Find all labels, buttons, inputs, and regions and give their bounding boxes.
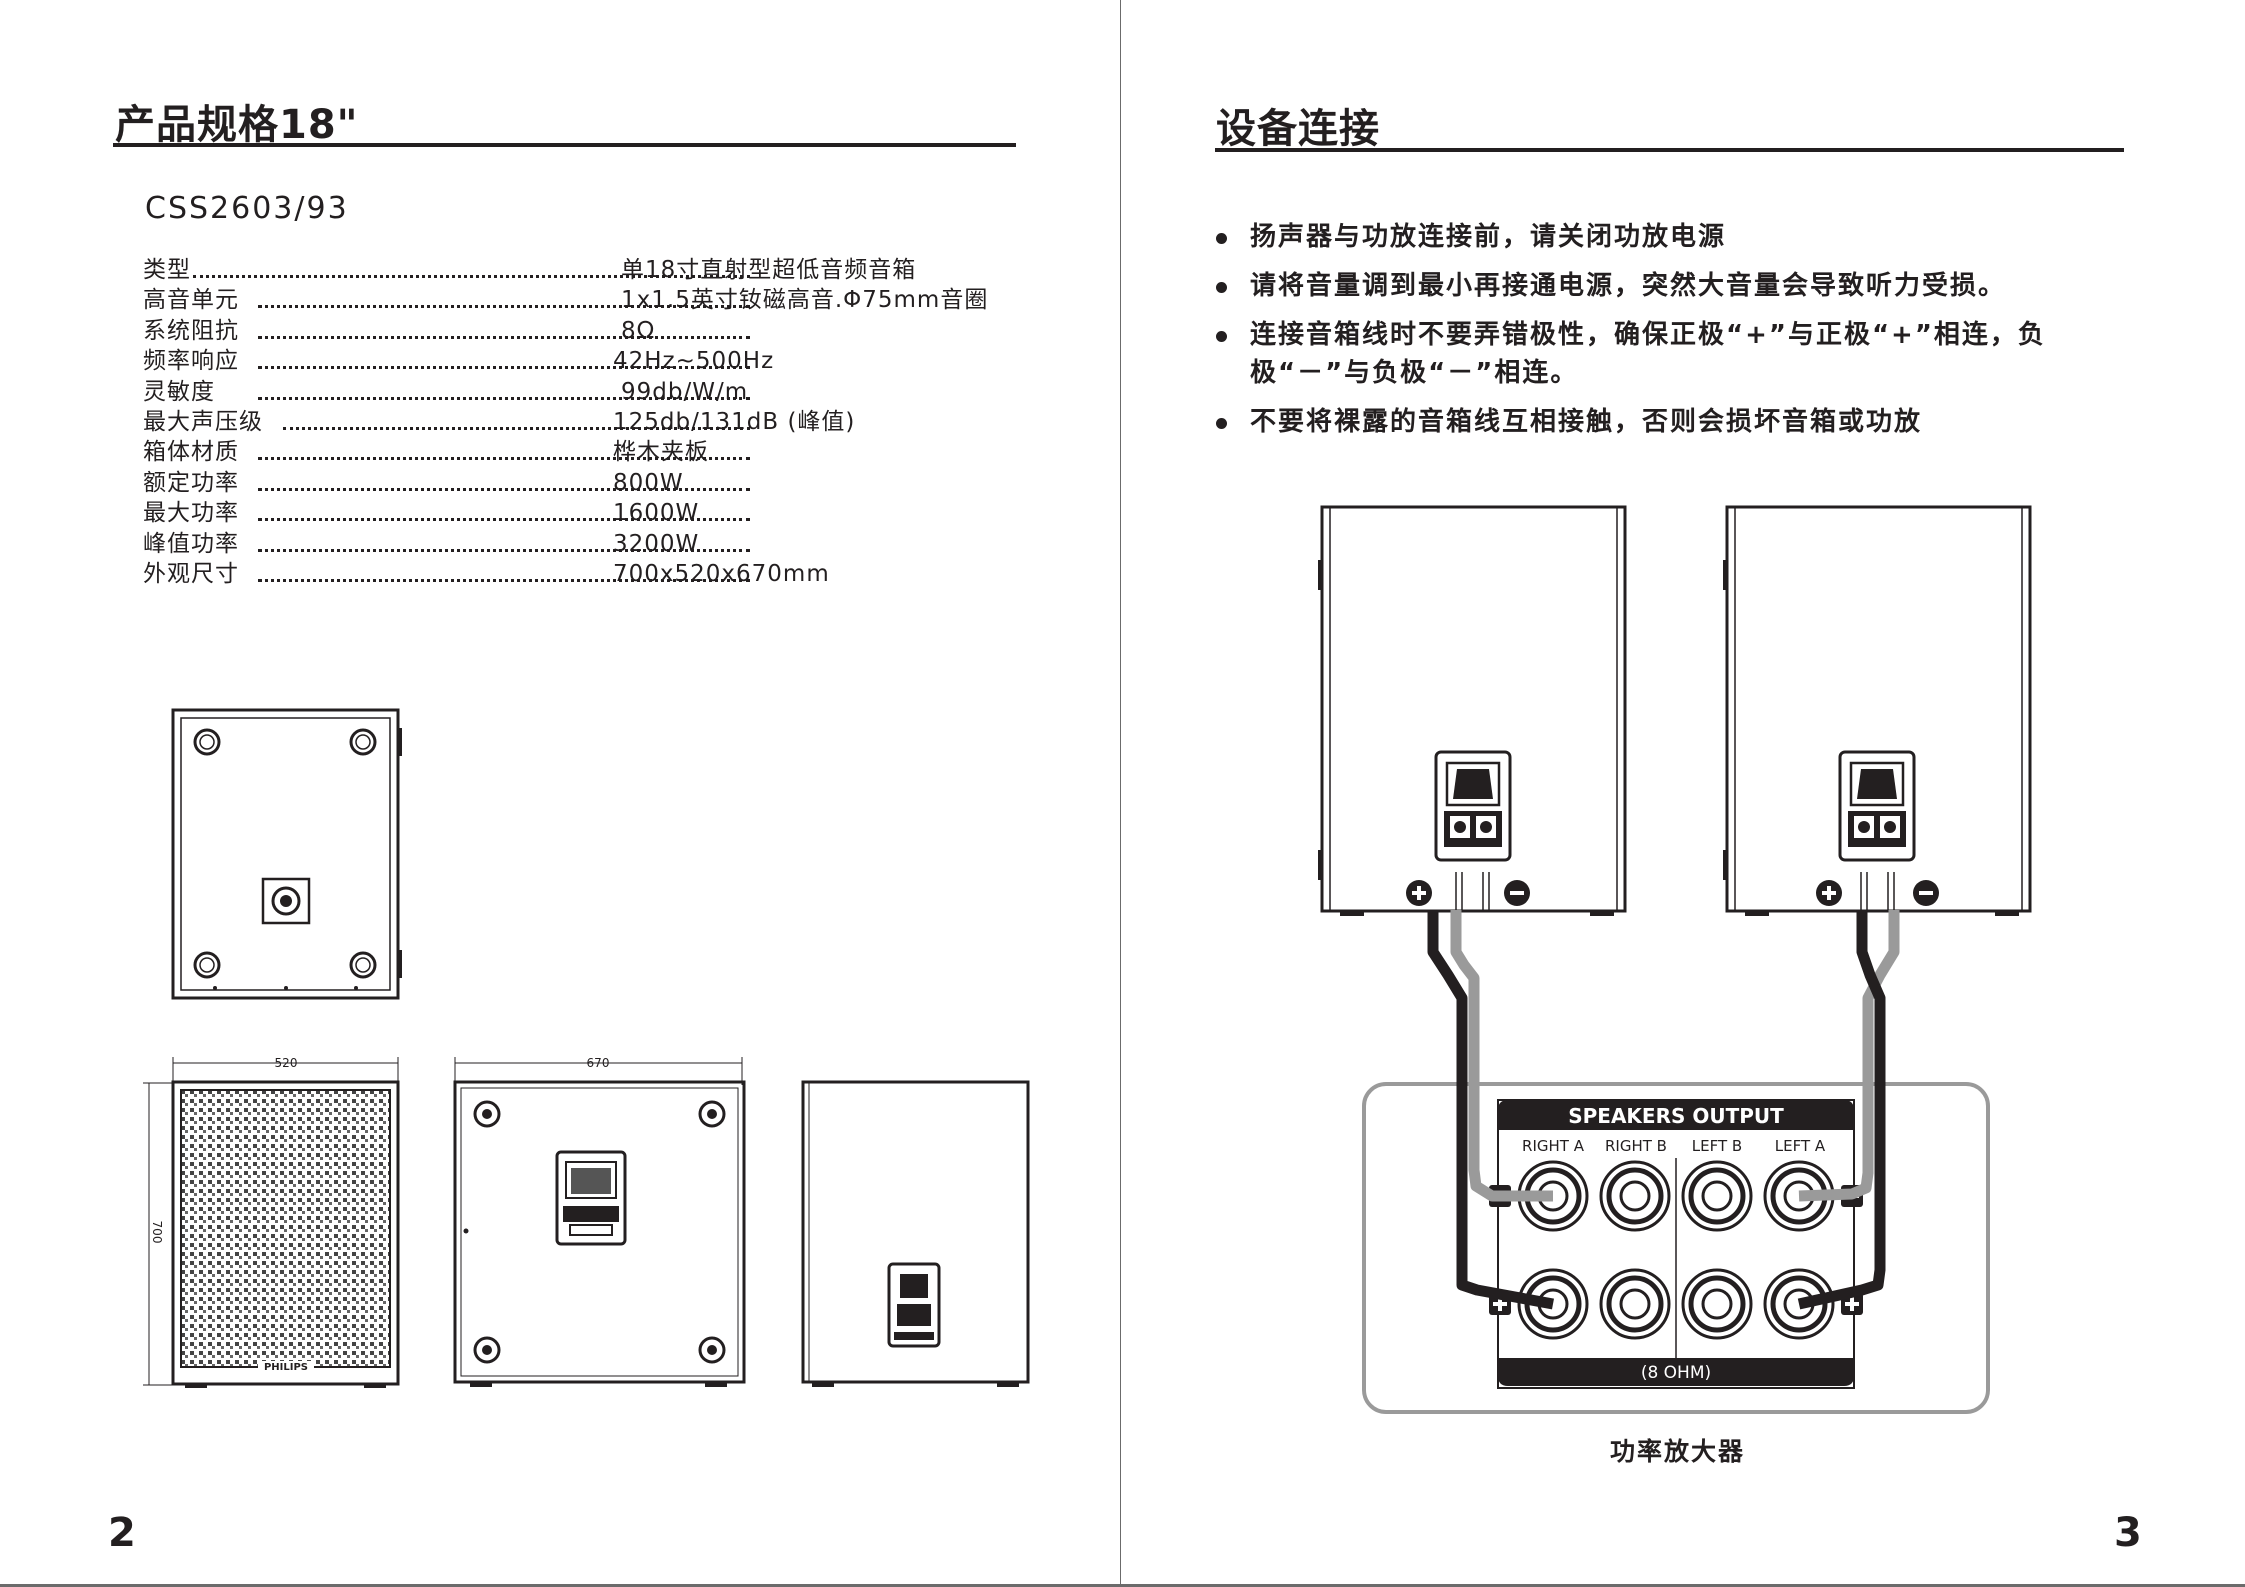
page-spine — [1120, 0, 1121, 1587]
spec-row-tweeter: 高音单元 1x1.5英寸钕磁高音.Φ75mm音圈 — [143, 285, 1013, 315]
spec-value: 42Hz~500Hz — [613, 348, 775, 375]
spec-label: 频率响应 — [143, 348, 239, 375]
connection-notes: 扬声器与功放连接前，请关闭功放电源 请将音量调到最小再接通电源，突然大音量会导致… — [1216, 218, 2146, 452]
width-dimension-label: 520 — [275, 1056, 298, 1070]
top-view-drawing — [171, 708, 402, 1000]
connection-diagram: SPEAKERS OUTPUT RIGHT A RIGHT B LEFT B L… — [1318, 505, 2032, 1414]
spec-row-type: 类型 单18寸直射型超低音频音箱 — [143, 255, 1013, 285]
speaker-right-drawing — [1723, 505, 2032, 916]
brand-logo-text: PHILIPS — [264, 1362, 308, 1373]
spec-label: 类型 — [143, 257, 191, 283]
speaker-left-drawing — [1318, 505, 1627, 916]
dot-leader — [258, 457, 750, 461]
spec-value: 桦木夹板 — [613, 439, 709, 466]
spec-row-rated-power: 额定功率 800W — [143, 468, 1013, 498]
spec-row-max-power: 最大功率 1600W — [143, 498, 1013, 528]
amp-header-label: SPEAKERS OUTPUT — [1568, 1104, 1784, 1128]
dot-leader — [258, 487, 750, 491]
bullet-dot — [1216, 418, 1227, 429]
note-item: 不要将裸露的音箱线互相接触，否则会损坏音箱或功放 — [1216, 403, 2146, 441]
bullet-dot — [1216, 233, 1227, 244]
bullet-dot — [1216, 282, 1227, 293]
speaker-drawings: 520 700 PHILIPS 670 — [143, 708, 1030, 1388]
spec-label: 箱体材质 — [143, 439, 239, 466]
connection-title-rule — [1215, 148, 2124, 152]
dot-leader — [283, 426, 750, 430]
dot-leader — [258, 366, 750, 370]
page-number: 2 — [108, 1510, 136, 1556]
dot-leader — [193, 275, 750, 278]
amp-impedance-label: (8 OHM) — [1641, 1363, 1711, 1383]
spec-list: 类型 单18寸直射型超低音频音箱 高音单元 1x1.5英寸钕磁高音.Φ75mm音… — [143, 255, 1013, 589]
spec-label: 最大声压级 — [143, 408, 263, 435]
channel-label-left-a: LEFT A — [1775, 1137, 1826, 1155]
bottom-edge-rule — [0, 1584, 2245, 1587]
side-view-drawing — [801, 1080, 1030, 1387]
spec-value: 3200W — [613, 530, 700, 557]
bullet-dot — [1216, 331, 1227, 342]
spec-title-rule — [113, 143, 1016, 147]
note-text: 连接音箱线时不要弄错极性，确保正极“+”与正极“+”相连，负极“－”与负极“－”… — [1250, 320, 2046, 388]
spec-row-frequency: 频率响应 42Hz~500Hz — [143, 346, 1013, 376]
spec-row-material: 箱体材质 桦木夹板 — [143, 437, 1013, 467]
spec-row-sensitivity: 灵敏度 99db/W/m — [143, 377, 1013, 407]
spec-row-dimensions: 外观尺寸 700x520x670mm — [143, 559, 1013, 589]
page-number: 3 — [2114, 1510, 2142, 1556]
height-dimension-label: 700 — [150, 1221, 164, 1244]
spec-label: 峰值功率 — [143, 530, 239, 557]
note-item: 扬声器与功放连接前，请关闭功放电源 — [1216, 218, 2146, 256]
model-number: CSS2603/93 — [145, 191, 349, 226]
spec-label: 外观尺寸 — [143, 560, 239, 587]
dot-leader — [258, 396, 750, 400]
spec-value: 99db/W/m — [621, 378, 749, 405]
spec-value: 700x520x670mm — [613, 560, 830, 587]
depth-dimension-label: 670 — [587, 1056, 610, 1070]
note-text: 请将音量调到最小再接通电源，突然大音量会导致听力受损。 — [1250, 271, 2007, 301]
note-item: 连接音箱线时不要弄错极性，确保正极“+”与正极“+”相连，负极“－”与负极“－”… — [1216, 316, 2146, 392]
dot-leader — [258, 518, 750, 522]
note-text: 不要将裸露的音箱线互相接触，否则会损坏音箱或功放 — [1250, 407, 1923, 437]
dot-leader — [258, 335, 750, 339]
spec-value: 1x1.5英寸钕磁高音.Φ75mm音圈 — [621, 287, 989, 314]
spec-value: 1600W — [613, 500, 700, 527]
note-text: 扬声器与功放连接前，请关闭功放电源 — [1250, 222, 1727, 252]
spec-row-max-spl: 最大声压级 125db/131dB (峰值) — [143, 407, 1013, 437]
amplifier-drawing: SPEAKERS OUTPUT RIGHT A RIGHT B LEFT B L… — [1362, 910, 1990, 1414]
channel-label-left-b: LEFT B — [1692, 1137, 1742, 1155]
spec-value: 8Ω — [621, 317, 656, 344]
spec-label: 额定功率 — [143, 469, 239, 496]
spec-title: 产品规格18" — [115, 102, 359, 148]
spec-label: 系统阻抗 — [143, 317, 239, 344]
connection-title: 设备连接 — [1216, 106, 1380, 152]
amplifier-caption: 功率放大器 — [1610, 1437, 1746, 1466]
dot-leader — [258, 305, 750, 309]
spec-row-impedance: 系统阻抗 8Ω — [143, 316, 1013, 346]
front-view-drawing: 520 700 PHILIPS — [143, 1056, 400, 1388]
spec-row-peak-power: 峰值功率 3200W — [143, 529, 1013, 559]
channel-label-right-b: RIGHT B — [1605, 1137, 1667, 1155]
spec-label: 灵敏度 — [143, 378, 215, 405]
left-page: 产品规格18" CSS2603/93 类型 单18寸直射型超低音频音箱 高音单元… — [0, 0, 1120, 1587]
spec-value: 125db/131dB (峰值) — [613, 408, 856, 435]
spec-value: 800W — [613, 469, 684, 496]
back-view-drawing: 670 — [453, 1056, 746, 1387]
dot-leader — [258, 578, 750, 582]
note-item: 请将音量调到最小再接通电源，突然大音量会导致听力受损。 — [1216, 267, 2146, 305]
dot-leader — [258, 548, 750, 552]
channel-label-right-a: RIGHT A — [1522, 1137, 1585, 1155]
spec-label: 高音单元 — [143, 287, 239, 314]
spec-label: 最大功率 — [143, 500, 239, 527]
spec-value: 单18寸直射型超低音频音箱 — [621, 257, 917, 283]
